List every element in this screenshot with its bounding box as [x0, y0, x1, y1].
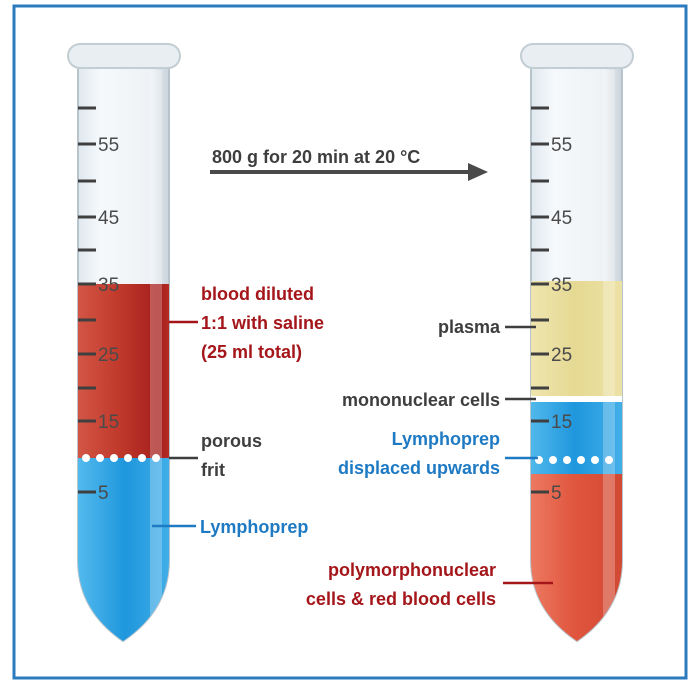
centrifuge-arrow — [210, 163, 488, 181]
right-mononuclear-layer — [531, 396, 622, 402]
left-porous-frit — [82, 454, 160, 462]
right-porous-frit — [535, 456, 613, 464]
right-tick-5: 5 — [551, 483, 562, 504]
left-tube-rim — [67, 43, 181, 69]
pmn-label-line2: cells & red blood cells — [306, 589, 496, 609]
mononuclear-label: mononuclear cells — [342, 390, 500, 410]
blood-label-line2: 1:1 with saline — [201, 313, 324, 333]
left-tick-25: 25 — [98, 345, 119, 366]
left-tick-45: 45 — [98, 208, 119, 229]
left-tick-35: 35 — [98, 275, 119, 296]
plasma-label: plasma — [438, 317, 501, 337]
displaced-lymphoprep-line1: Lymphoprep — [392, 429, 500, 449]
frit-label-line1: porous — [201, 431, 262, 451]
right-plasma-layer — [531, 281, 622, 396]
right-tube-rim — [520, 43, 634, 69]
border — [12, 4, 688, 680]
left-lymphoprep-layer — [78, 458, 169, 641]
lymphoprep-label: Lymphoprep — [200, 517, 308, 537]
right-tick-25: 25 — [551, 345, 572, 366]
blood-label-line1: blood diluted — [201, 284, 314, 304]
left-tick-15: 15 — [98, 412, 119, 433]
right-tube: 55 45 35 25 15 5 — [520, 43, 634, 643]
left-blood-layer — [78, 284, 169, 458]
left-tick-55: 55 — [98, 135, 119, 156]
right-tick-35: 35 — [551, 275, 572, 296]
displaced-lymphoprep-line2: displaced upwards — [338, 458, 500, 478]
left-tick-5: 5 — [98, 483, 109, 504]
frit-label-line2: frit — [201, 460, 225, 480]
pmn-label-line1: polymorphonuclear — [328, 560, 496, 580]
right-tick-45: 45 — [551, 208, 572, 229]
blood-label-line3: (25 ml total) — [201, 342, 302, 362]
right-tick-55: 55 — [551, 135, 572, 156]
right-tick-15: 15 — [551, 412, 572, 433]
left-tube: 55 45 35 25 15 5 — [67, 43, 181, 643]
centrifuge-label: 800 g for 20 min at 20 °C — [212, 147, 420, 167]
